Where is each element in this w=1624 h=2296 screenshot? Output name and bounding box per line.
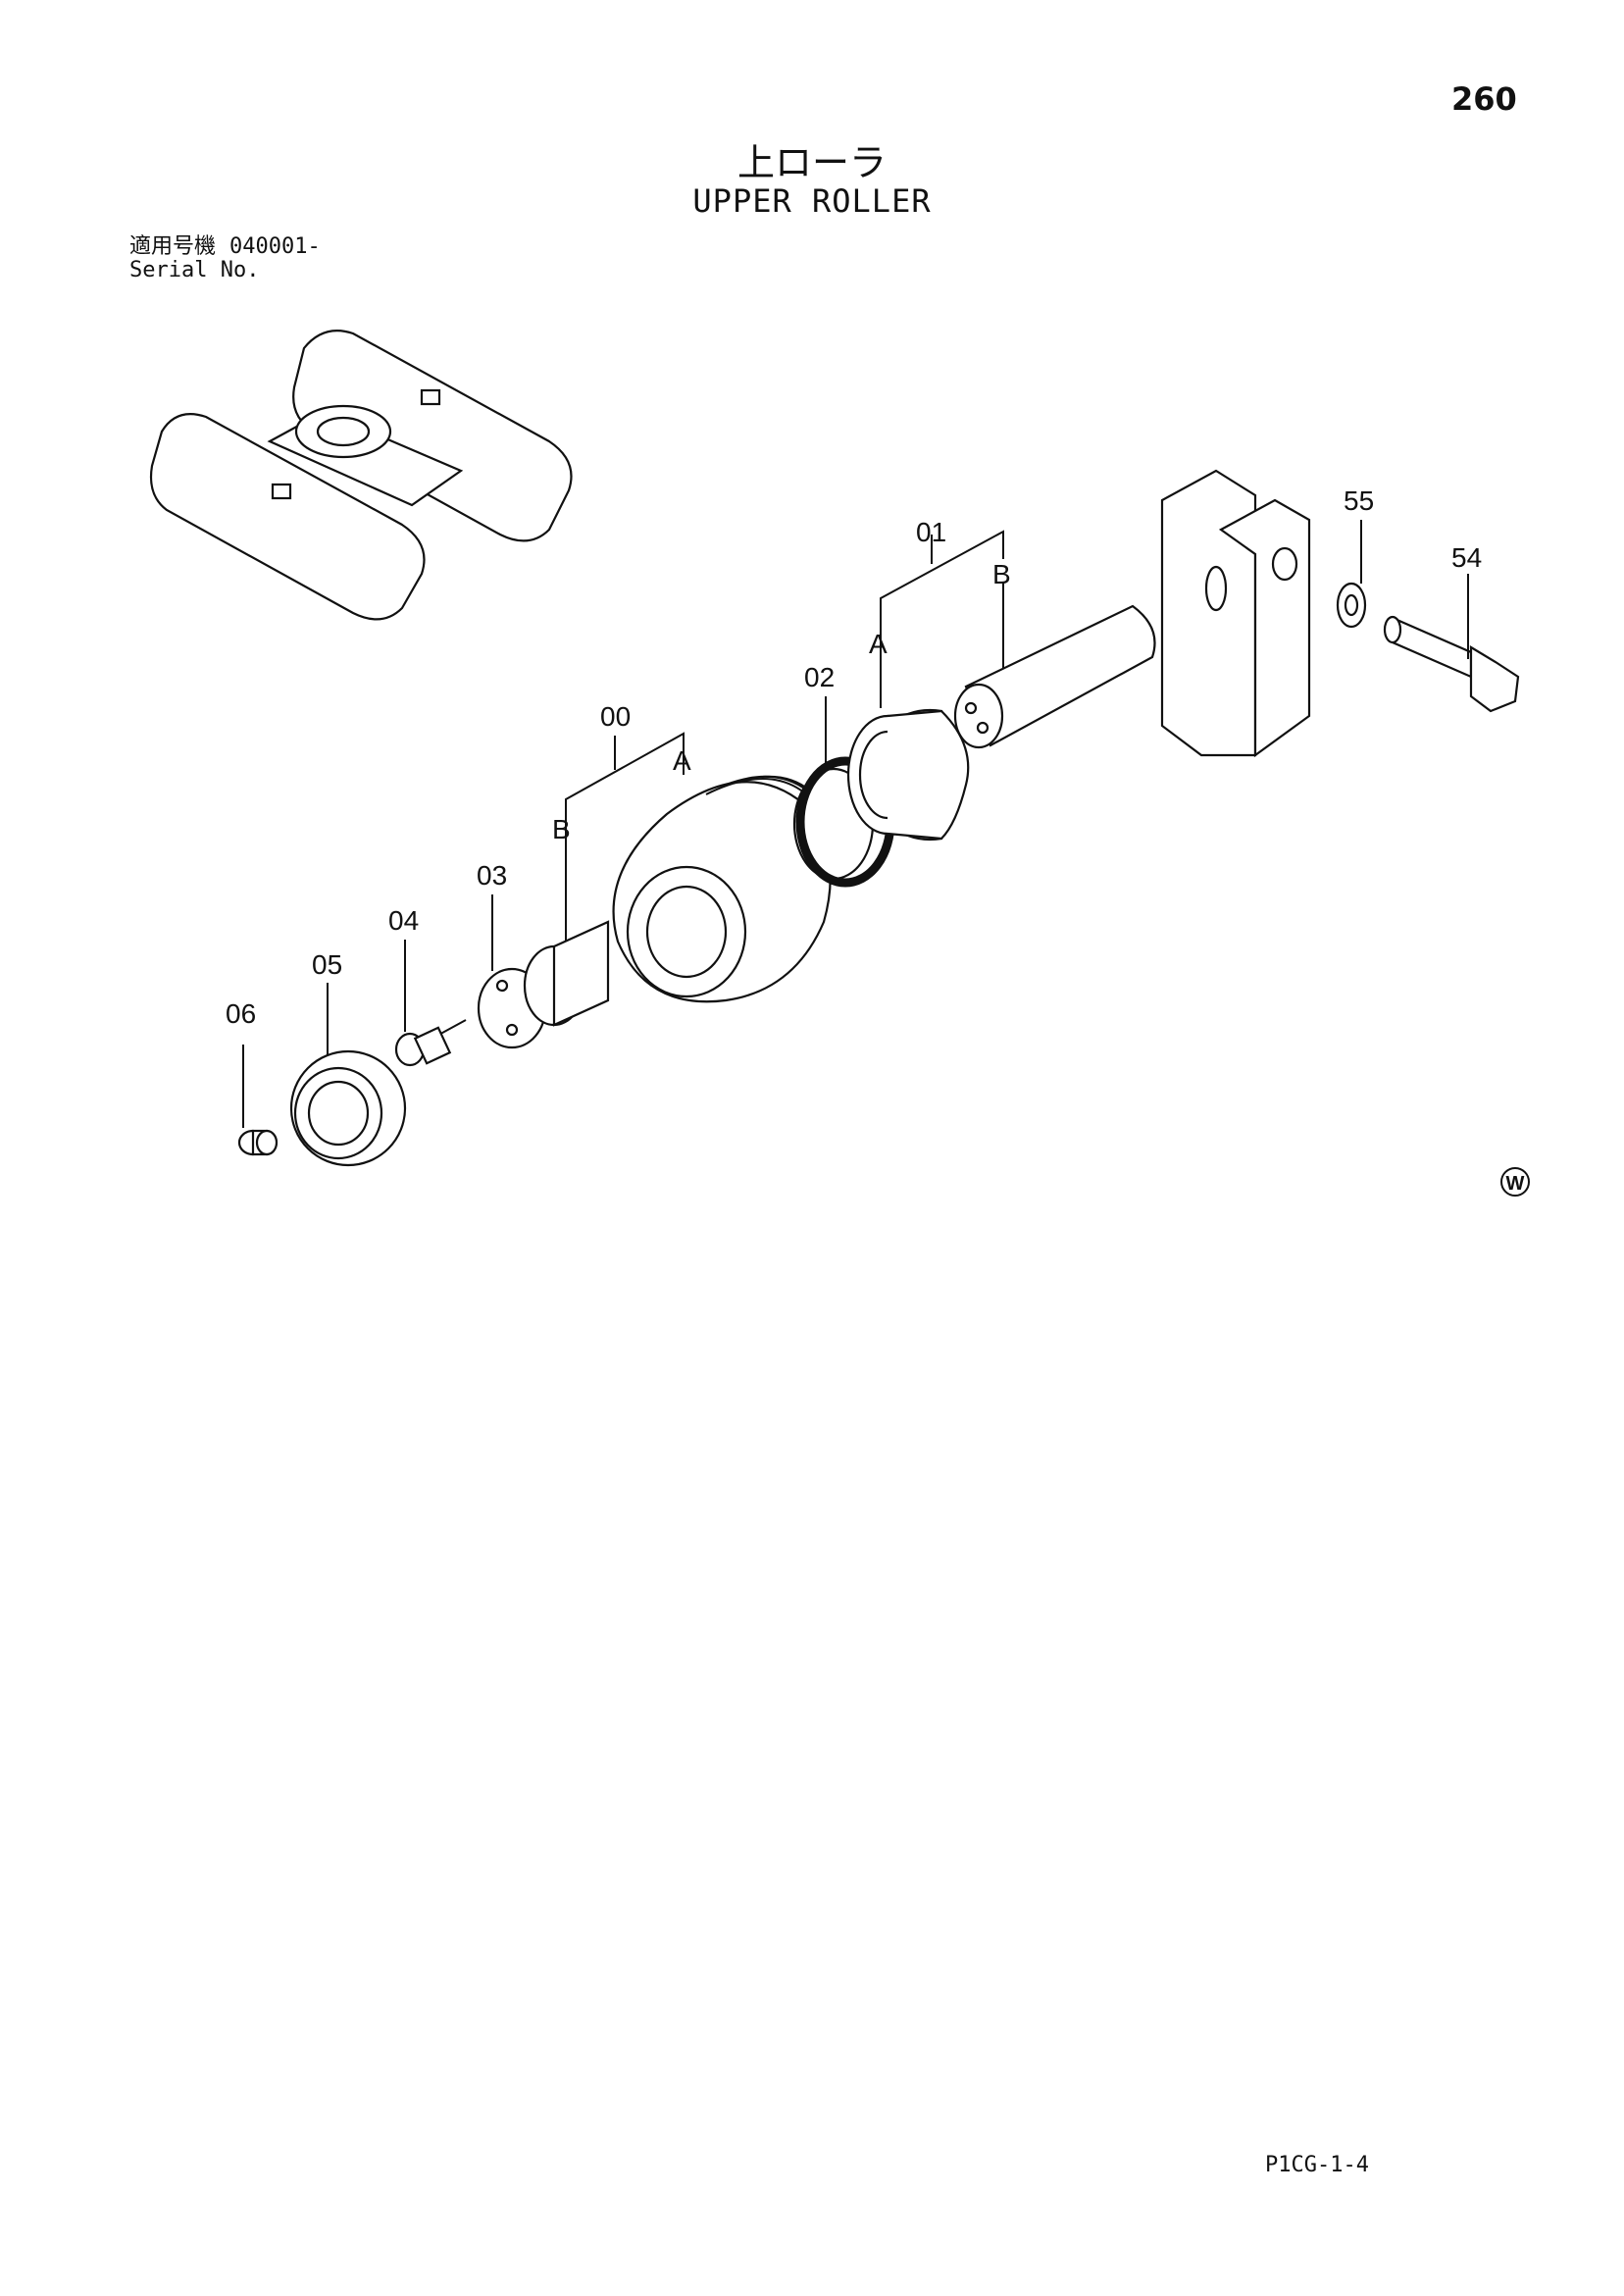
callout-00-a: A xyxy=(673,745,691,776)
part-55-washer xyxy=(1336,582,1367,629)
callout-05: 05 xyxy=(312,949,342,980)
callout-02: 02 xyxy=(804,662,835,692)
bracket-01 xyxy=(880,530,1004,708)
track-frame-left xyxy=(149,413,426,621)
callout-06: 06 xyxy=(226,998,256,1029)
callout-01: 01 xyxy=(916,517,946,547)
serial-label-en: Serial No. xyxy=(129,258,260,282)
part-54-bolt xyxy=(1383,615,1520,713)
support-bracket xyxy=(1160,469,1311,758)
roller-shaft xyxy=(953,604,1156,749)
upper-roller-marker-b xyxy=(271,483,292,500)
callout-54: 54 xyxy=(1451,542,1482,573)
callout-01-a: A xyxy=(869,629,888,659)
title-english: UPPER ROLLER xyxy=(692,182,932,220)
w-mark: W xyxy=(1500,1167,1530,1197)
callout-01-b: B xyxy=(992,559,1011,589)
callout-03: 03 xyxy=(477,860,507,891)
part-04-screw xyxy=(394,1019,467,1067)
callout-00-b: B xyxy=(552,814,571,844)
serial-block: 適用号機 040001- Serial No. xyxy=(129,235,321,282)
undercarriage-overview xyxy=(149,330,573,621)
callout-55: 55 xyxy=(1344,485,1374,516)
part-01-collar xyxy=(846,708,970,842)
part-05-cover xyxy=(289,1049,407,1167)
serial-label-jp: 適用号機 xyxy=(129,234,217,259)
title-japanese: 上ローラ xyxy=(736,141,887,184)
w-mark-letter: W xyxy=(1506,1173,1525,1195)
swing-bearing-inner xyxy=(316,416,371,447)
figure-code: P1CG-1-4 xyxy=(1265,2153,1369,2177)
part-06-plug xyxy=(237,1129,279,1156)
callout-00: 00 xyxy=(600,701,631,732)
callout-04: 04 xyxy=(388,905,419,936)
page-number: 260 xyxy=(1451,80,1517,118)
serial-value: 040001- xyxy=(229,234,321,259)
upper-roller-marker-a xyxy=(420,388,441,406)
bracket-00 xyxy=(565,732,685,942)
part-00-roller xyxy=(523,775,849,1027)
